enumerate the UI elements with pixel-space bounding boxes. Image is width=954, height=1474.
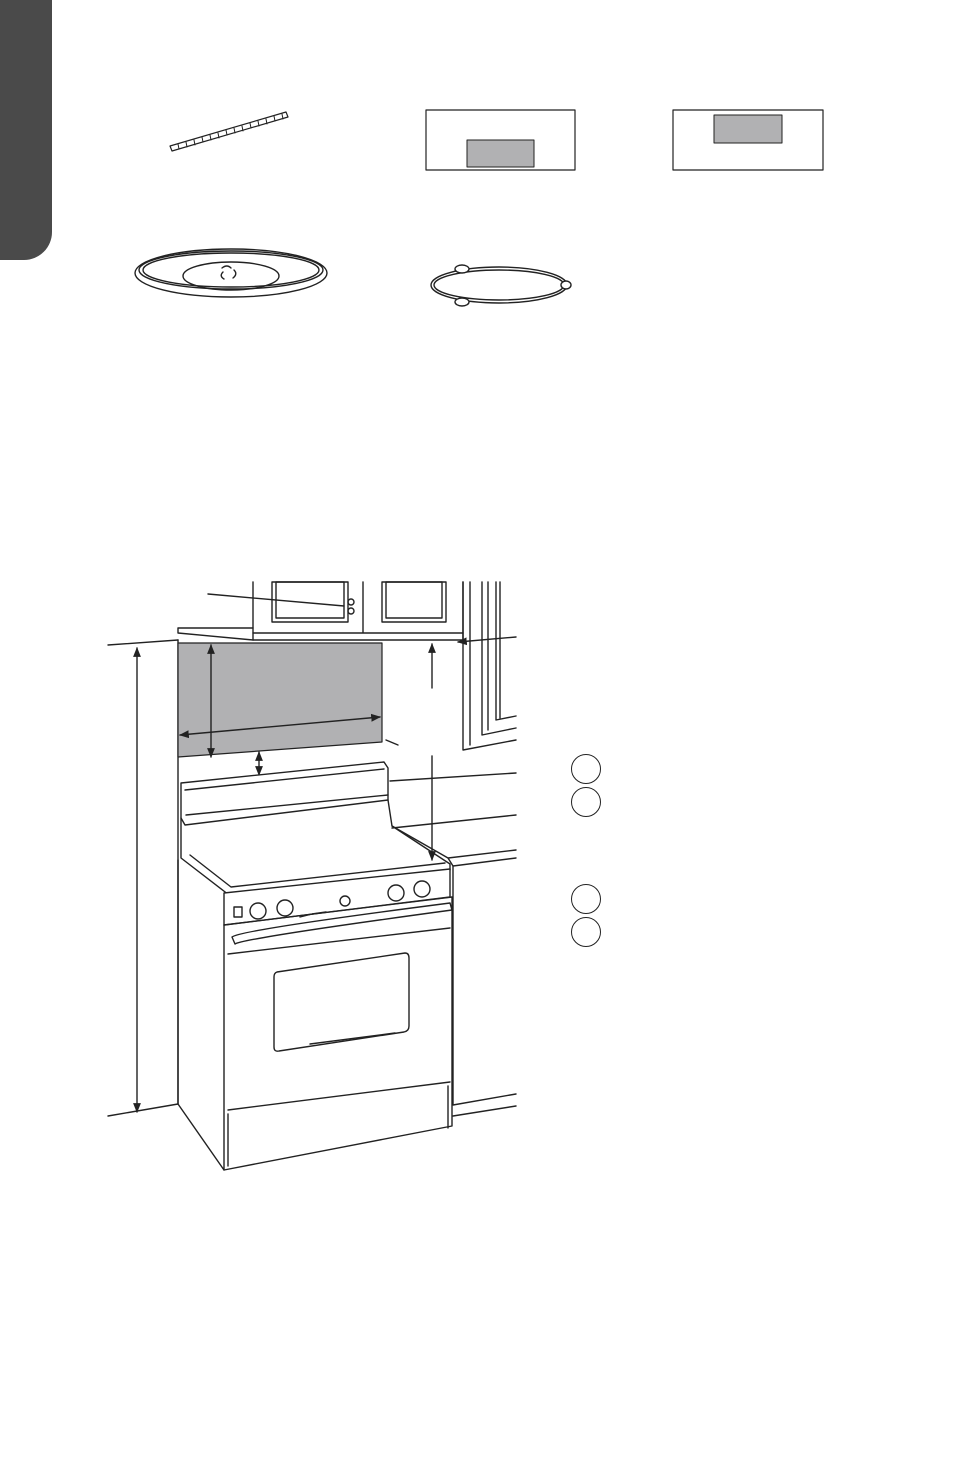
dimension-arrows (133, 636, 517, 1113)
wall-cabinet (177, 581, 464, 641)
roller-ring-icon (430, 264, 572, 307)
section-side-tab (0, 0, 52, 260)
callout-2 (571, 787, 601, 817)
countertop (391, 825, 517, 1117)
callout-1 (571, 754, 601, 784)
range-stove (177, 761, 453, 1171)
mounting-wall-area (177, 642, 383, 758)
turntable-tray-icon (134, 248, 328, 298)
callout-3 (571, 884, 601, 914)
leader-lines (207, 593, 517, 829)
threaded-rod-icon (169, 111, 289, 152)
wall-outline (107, 639, 179, 1117)
wall-template-icon (425, 109, 576, 171)
side-cabinet (462, 581, 517, 751)
cabinet-template-icon (672, 109, 824, 171)
callout-4 (571, 917, 601, 947)
